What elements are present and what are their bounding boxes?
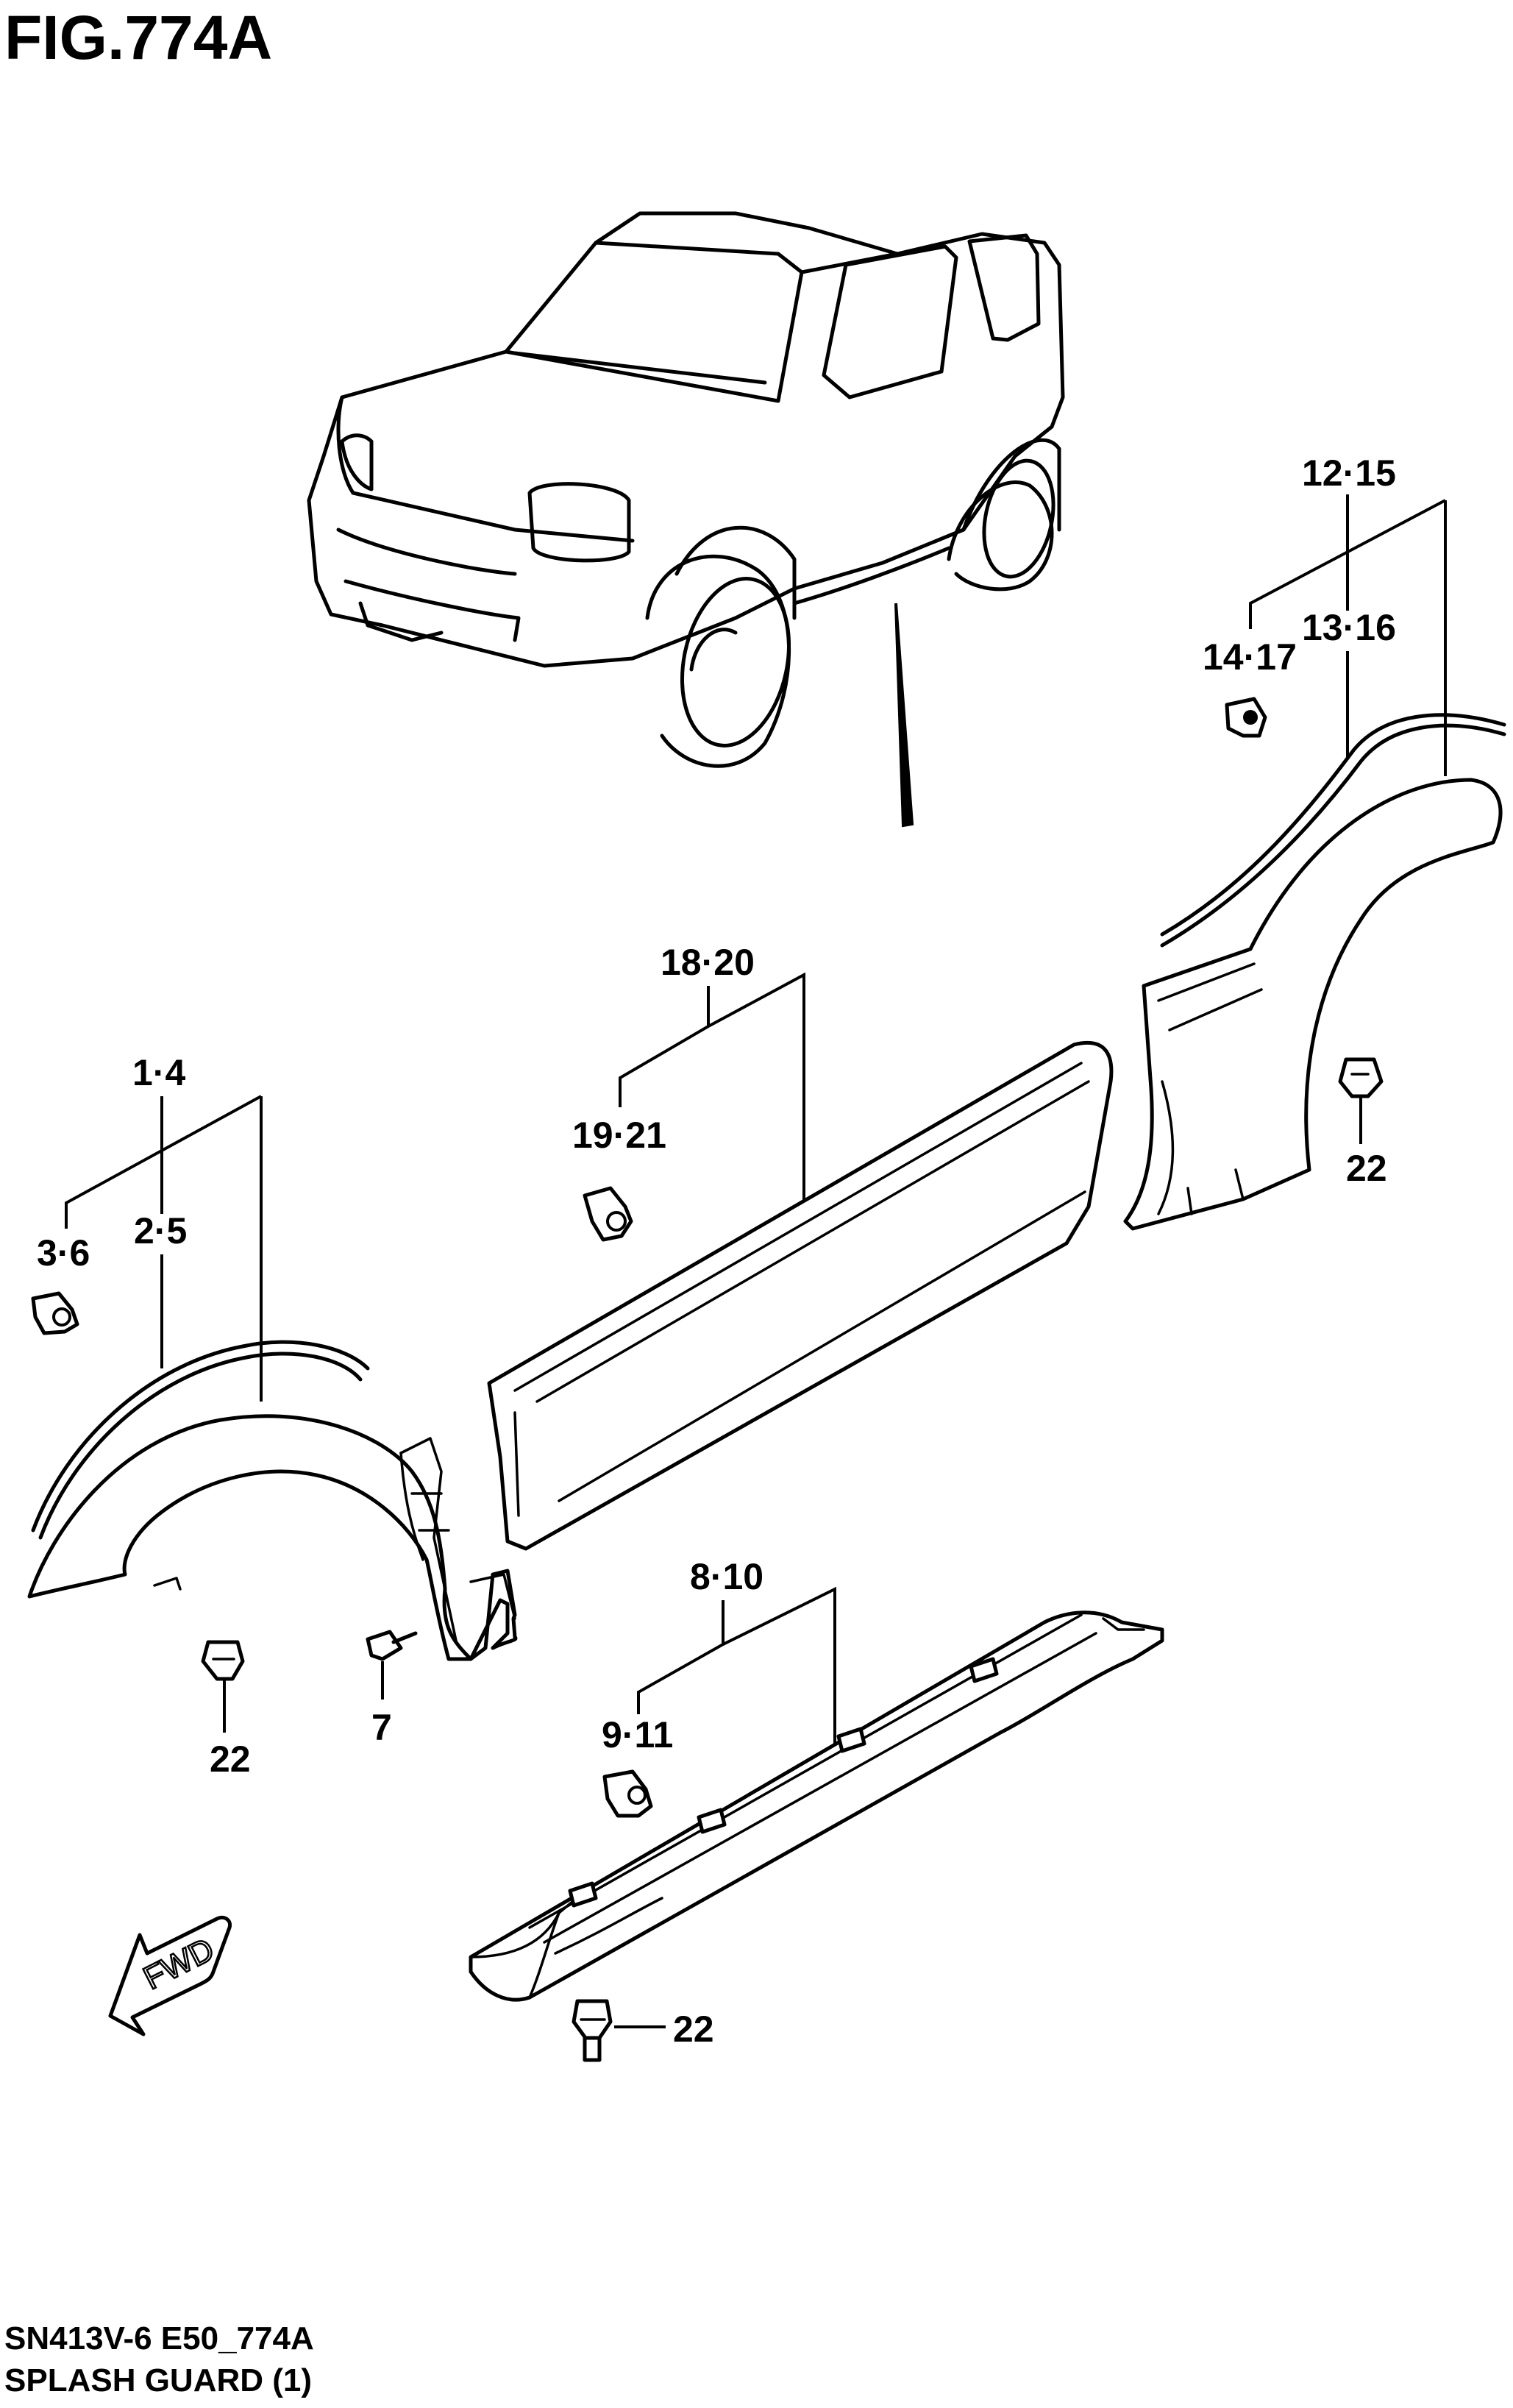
callout-19-21: 19·21 (572, 1115, 666, 1156)
callout-22-front: 22 (210, 1738, 251, 1780)
vehicle-illustration (307, 211, 1065, 828)
callout-12-15: 12·15 (1302, 452, 1396, 494)
callout-22-sill: 22 (673, 2009, 714, 2050)
clip-icon (583, 1186, 633, 1242)
figure-name: SPLASH GUARD (1) (4, 2362, 312, 2398)
callout-9-11: 9·11 (602, 1714, 673, 1755)
callout-1-4: 1·4 (132, 1052, 185, 1093)
callout-3-6: 3·6 (37, 1232, 90, 1274)
sill-group: 8·10 9·11 22 (469, 1556, 1164, 2062)
fwd-arrow-icon: FWD (108, 1915, 232, 2036)
screw-icon (366, 1630, 418, 1661)
callout-22-rear: 22 (1346, 1148, 1387, 1189)
push-rivet-icon (572, 1999, 613, 2062)
callout-8-10: 8·10 (690, 1556, 763, 1597)
figure-title: FIG.774A (4, 3, 272, 72)
rear-fender-group: 12·15 13·16 14·17 22 (1123, 452, 1506, 1231)
clip-icon (31, 1291, 79, 1335)
callout-13-16: 13·16 (1302, 607, 1396, 648)
front-fender-group: 1·4 2·5 3·6 22 7 (27, 1052, 518, 1780)
figure-code: SN413V-6 E50_774A (4, 2320, 314, 2356)
callout-18-20: 18·20 (661, 942, 755, 983)
clip-icon (1225, 697, 1267, 738)
push-rivet-icon (201, 1640, 245, 1681)
callout-2-5: 2·5 (134, 1210, 187, 1251)
callout-14-17: 14·17 (1203, 636, 1297, 678)
clip-icon (602, 1769, 653, 1818)
push-rivet-icon (1338, 1057, 1384, 1098)
side-garnish-group: 18·20 19·21 (487, 942, 1114, 1551)
callout-7: 7 (371, 1707, 392, 1748)
